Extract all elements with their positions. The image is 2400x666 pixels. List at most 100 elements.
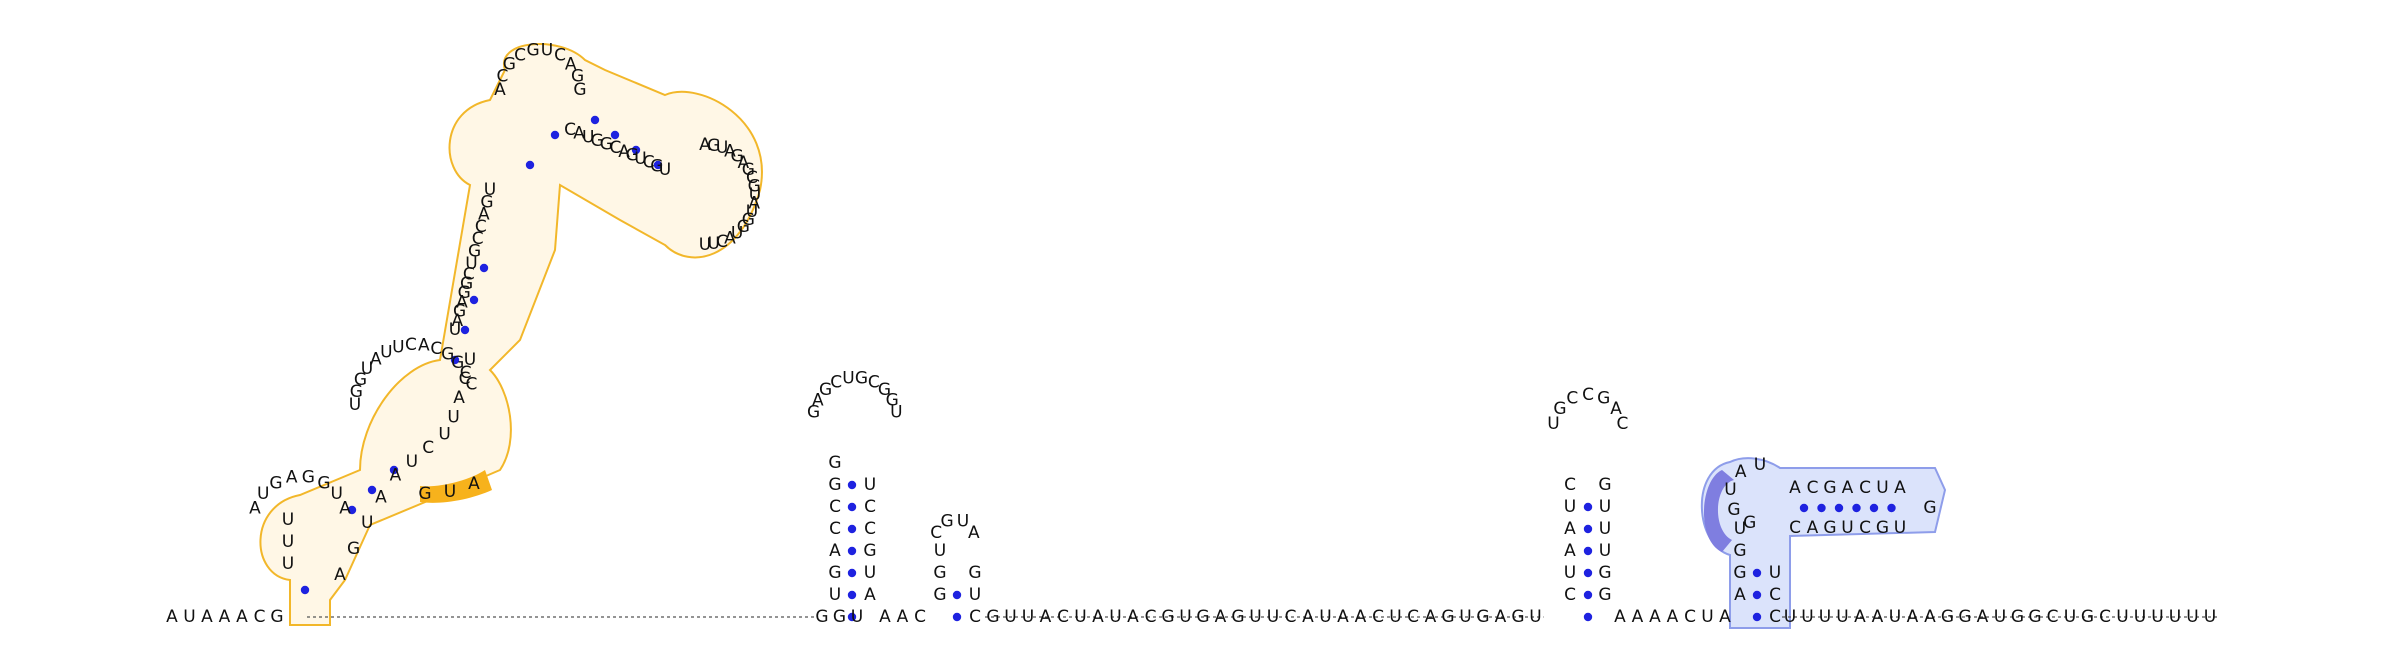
nucleotide-backbone-mid: C (1145, 607, 1157, 627)
nucleotide-pseudoknot-arm-top: C (1859, 478, 1871, 498)
nucleotide-domain-stem: A (453, 388, 465, 408)
nucleotide-hairpin-a-loop: G (886, 390, 899, 410)
nucleotide-hairpin-c-5prime: U (1564, 497, 1576, 517)
nucleotide-hairpin-a-3prime: U (864, 475, 876, 495)
nucleotide-domain-loop2: A (370, 350, 382, 370)
nucleotide-hairpin-c-loop: U (1547, 414, 1559, 434)
nucleotide-backbone-mid: A (1337, 607, 1349, 627)
nucleotide-domain-stem: C (422, 438, 434, 458)
nucleotide-backbone-mid: G (1476, 607, 1489, 627)
nucleotide-domain-stem: U (361, 513, 373, 533)
nucleotide-domain-stem: C (459, 369, 471, 389)
nucleotide-backbone-3prime: U (2169, 607, 2181, 627)
base-pair-dot-hairpin-a (847, 590, 857, 600)
nucleotide-backbone-mid: U (1319, 607, 1331, 627)
nucleotide-hairpin-a-3prime: U (864, 563, 876, 583)
nucleotide-spacer: A (1649, 607, 1661, 627)
nucleotide-hairpin-a-5prime: G (828, 453, 841, 473)
base-pair-dot-domain (550, 130, 560, 140)
nucleotide-hairpin-a-3prime: C (864, 497, 876, 517)
base-pair-dot-hairpin-a (847, 502, 857, 512)
nucleotide-hairpin-c-loop: C (1582, 385, 1594, 405)
nucleotide-pseudoknot-arm-top: A (1789, 478, 1801, 498)
nucleotide-hairpin-b-loop: G (940, 512, 953, 532)
nucleotide-backbone-mid: U (1074, 607, 1086, 627)
nucleotide-hairpin-c-5prime: A (1564, 541, 1576, 561)
nucleotide-hairpin-a-loop: C (830, 372, 842, 392)
nucleotide-hairpin-a-loop: G (819, 380, 832, 400)
nucleotide-backbone-mid: G (1231, 607, 1244, 627)
nucleotide-domain-upper: U (465, 254, 477, 274)
base-pair-dot-hairpin-b (952, 612, 962, 622)
nucleotide-backbone-3prime: U (2064, 607, 2076, 627)
nucleotide-domain-loop1: A (339, 499, 351, 519)
nucleotide-hairpin-c-5prime: A (1564, 519, 1576, 539)
nucleotide-spacer: C (914, 607, 926, 627)
nucleotide-domain-highlight: A (468, 474, 480, 494)
nucleotide-hairpin-a-loop: A (812, 390, 824, 410)
nucleotide-hairpin-c-loop: G (1597, 389, 1610, 409)
nucleotide-domain-stem: A (375, 487, 387, 507)
nucleotide-domain-stem: U (447, 407, 459, 427)
nucleotide-hairpin-b-5prime: G (933, 563, 946, 583)
nucleotide-spacer: A (1667, 607, 1679, 627)
base-pair-dot-domain (469, 295, 479, 305)
nucleotide-hairpin-a-base: G (815, 607, 828, 627)
nucleotide-domain-outer: U (282, 510, 294, 530)
nucleotide-hairpin-a-loop: U (842, 369, 854, 389)
nucleotide-backbone-mid: U (1389, 607, 1401, 627)
nucleotide-domain-loop1: A (286, 468, 298, 488)
nucleotide-hairpin-c-3prime: G (1598, 585, 1611, 605)
nucleotide-domain-terminal-loop: A (748, 194, 760, 214)
nucleotide-hairpin-a-5prime: C (829, 497, 841, 517)
nucleotide-hairpin-c-3prime: U (1599, 541, 1611, 561)
nucleotide-domain-terminal-loop: U (746, 202, 758, 222)
nucleotide-pseudoknot-arm-bottom: G (1876, 518, 1889, 538)
base-pair-dot-hairpin-a (847, 568, 857, 578)
nucleotide-pseudoknot-arm-top: C (1807, 478, 1819, 498)
nucleotide-domain-loop2: U (349, 395, 361, 415)
nucleotide-domain-apical: C (496, 66, 508, 86)
nucleotide-domain-terminal-loop: U (716, 138, 728, 158)
nucleotide-domain-outer: U (282, 554, 294, 574)
nucleotide-domain-loop2: A (418, 336, 430, 356)
nucleotide-domain-terminal-loop: U (731, 223, 743, 243)
base-pair-dot-pseudoknot-stem (1752, 568, 1762, 578)
nucleotide-backbone-mid: U (1179, 607, 1191, 627)
base-pair-dot-pseudoknot-arm (1834, 503, 1844, 513)
nucleotide-backbone-3prime: A (1854, 607, 1866, 627)
nucleotide-backbone-5prime: G (270, 607, 283, 627)
nucleotide-hairpin-b-loop: U (957, 512, 969, 532)
nucleotide-domain-arm: G (591, 131, 604, 151)
nucleotide-hairpin-c-5prime: U (1564, 563, 1576, 583)
nucleotide-domain-loop1: G (317, 473, 330, 493)
nucleotide-backbone-5prime: C (254, 607, 266, 627)
nucleotide-backbone-mid: A (1127, 607, 1139, 627)
nucleotide-domain-terminal-loop: C (716, 232, 728, 252)
nucleotide-hairpin-a-loop: U (890, 403, 902, 423)
nucleotide-domain-arm: C (643, 153, 655, 173)
base-pair-dot-hairpin-a (847, 480, 857, 490)
nucleotide-backbone-mid: G (1161, 607, 1174, 627)
highlight-solid-orange (420, 470, 492, 503)
base-pair-dot-domain (367, 485, 377, 495)
nucleotide-domain-terminal-loop: A (699, 135, 711, 155)
nucleotide-domain-arm: G (650, 156, 663, 176)
nucleotide-domain-loop1: U (331, 484, 343, 504)
nucleotide-domain-outer: U (282, 532, 294, 552)
nucleotide-hairpin-b-5prime: G (933, 585, 946, 605)
nucleotide-domain-upper: U (449, 320, 461, 340)
nucleotide-backbone-mid: A (1302, 607, 1314, 627)
nucleotide-domain-apical: C (554, 45, 566, 65)
nucleotide-backbone-3prime: G (1958, 607, 1971, 627)
nucleotide-spacer: C (1684, 607, 1696, 627)
nucleotide-hairpin-a-3prime: G (863, 541, 876, 561)
nucleotide-domain-terminal-loop: G (748, 176, 761, 196)
nucleotide-hairpin-b-loop: A (968, 523, 980, 543)
nucleotide-domain-terminal-loop: G (731, 147, 744, 167)
nucleotide-backbone-3prime: U (2204, 607, 2216, 627)
nucleotide-hairpin-b-5prime: U (934, 541, 946, 561)
nucleotide-domain-loop1: A (249, 499, 261, 519)
nucleotide-backbone-3prime: U (1801, 607, 1813, 627)
highlight-solid-blue (1703, 470, 1734, 552)
